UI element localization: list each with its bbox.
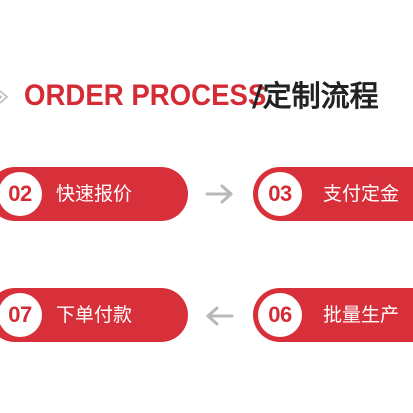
step-place-order[interactable]: 07 下单付款	[0, 288, 188, 342]
step-number: 06	[268, 302, 292, 327]
step-number: 03	[268, 181, 292, 206]
step-label: 快速报价	[56, 183, 133, 205]
arrow-left-icon	[206, 306, 234, 326]
arrow-right-icon	[205, 184, 233, 204]
step-pay-deposit[interactable]: 03 支付定金	[253, 167, 413, 221]
step-label: 支付定金	[323, 183, 400, 205]
section-title: ORDER PROCESS /定制流程	[0, 78, 413, 114]
step-number: 02	[8, 181, 32, 206]
step-number: 07	[8, 302, 32, 327]
step-number-badge: 03	[258, 172, 302, 216]
step-mass-production[interactable]: 06 批量生产	[253, 288, 413, 342]
step-number-badge: 06	[258, 293, 302, 337]
title-chinese: /定制流程	[252, 79, 379, 113]
step-number-badge: 02	[0, 172, 42, 216]
step-number-badge: 07	[0, 293, 42, 337]
step-quick-quote[interactable]: 02 快速报价	[0, 167, 188, 221]
step-label: 批量生产	[323, 304, 400, 326]
title-english: ORDER PROCESS	[24, 79, 267, 112]
double-chevron-icon	[0, 90, 9, 104]
step-label: 下单付款	[56, 304, 133, 326]
